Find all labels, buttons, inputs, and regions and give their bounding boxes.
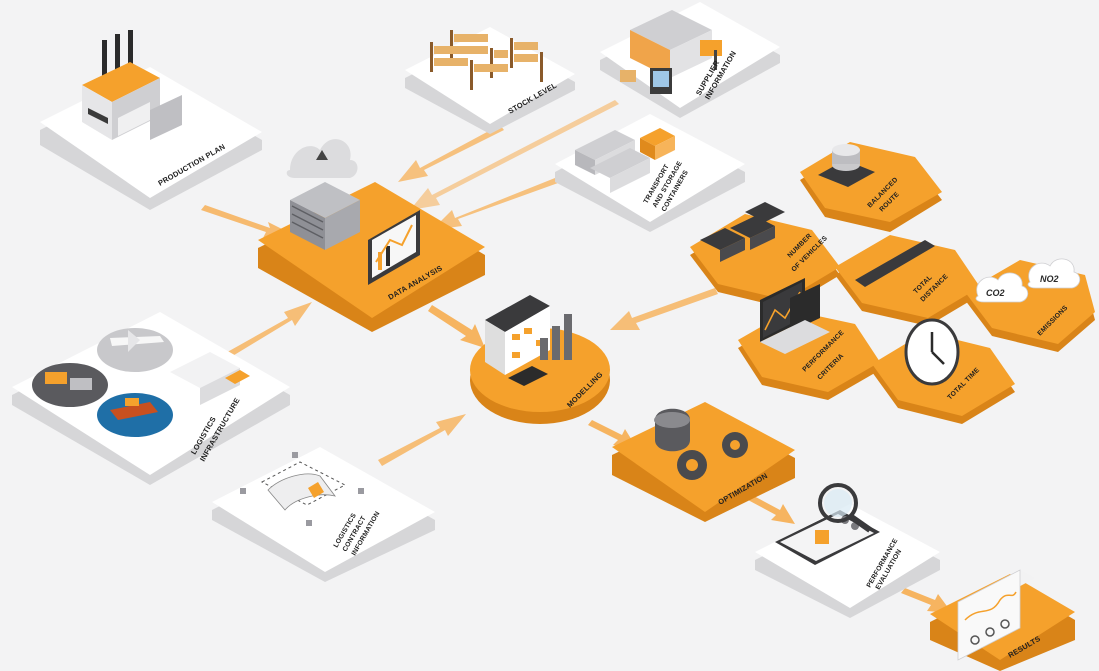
logistics-infrastructure-tile[interactable]: LOGISTICS INFRASTRUCTURE [12,312,290,485]
monitor-chart-icon [368,210,420,285]
supplier-information-tile[interactable]: SUPPLIER INFORMATION [600,2,780,118]
trucks-icon [32,363,108,407]
clouds-icon [975,258,1081,303]
balanced-route-hex[interactable]: BALANCED ROUTE [800,142,942,232]
supplier-building-icon [620,10,722,94]
criteria-cluster: BALANCED ROUTE NUMBER OF VEHICLES TOTAL … [690,142,1095,424]
clock-icon [904,318,960,386]
road-icon [855,240,935,287]
data-analysis-tile[interactable]: DATA ANALYSIS [258,139,485,332]
chip-icon [818,144,875,187]
performance-criteria-hex[interactable]: PERFORMANCE CRITERIA [738,278,880,400]
optimization-tile[interactable]: OPTIMIZATION [612,402,795,522]
tablet-magnifier-icon [775,483,880,565]
airplane-icon [97,328,173,372]
stock-level-tile[interactable]: STOCK LEVEL [405,27,575,134]
transport-storage-tile[interactable]: TRANSPORT AND STORAGE CONTAINERS [555,114,745,232]
arrow-analysis-to-modelling [428,305,485,348]
arrow-infrastructure-to-analysis [222,302,312,360]
server-rack-icon [286,139,360,250]
results-tile[interactable]: RESULTS [930,569,1075,671]
modelling-tile[interactable]: MODELLING [470,295,610,424]
warehouse-shelves-icon [430,30,543,90]
flow-arrows [201,100,952,613]
production-plan-tile[interactable]: PRODUCTION PLAN [40,30,262,210]
no2-text: NO2 [1040,274,1059,284]
total-time-hex[interactable]: TOTAL TIME [872,318,1015,424]
total-distance-hex[interactable]: TOTAL DISTANCE [835,235,980,326]
vans-icon [700,202,785,262]
emissions-hex[interactable]: CO2 NO2 EMISSIONS [965,258,1095,352]
arrow-criteria-to-modelling [610,288,718,330]
containers-icon [575,128,675,193]
performance-evaluation-tile[interactable]: PERFORMANCE EVALUATION [755,483,940,618]
arrow-optimization-to-evaluation [748,495,795,524]
laptop-chart-icon [760,278,830,354]
semi-truck-icon [170,352,250,405]
contract-document-icon [240,452,364,526]
arrow-contract-to-modelling [378,414,466,466]
ship-icon [97,393,173,437]
arrow-stock-to-analysis [398,125,504,182]
logistics-contract-tile[interactable]: LOGISTICS CONTRACT INFORMATION [212,447,435,582]
calendar-calculator-icon [485,295,572,386]
arrow-supplier-to-analysis [410,100,619,210]
factory-icon [82,30,182,140]
arrow-transport-to-analysis [432,178,558,230]
results-chart-icon [957,569,1035,661]
arrow-evaluation-to-results [901,588,952,613]
co2-text: CO2 [986,288,1005,298]
gears-icon [654,408,748,480]
arrow-production-to-analysis [201,205,296,238]
